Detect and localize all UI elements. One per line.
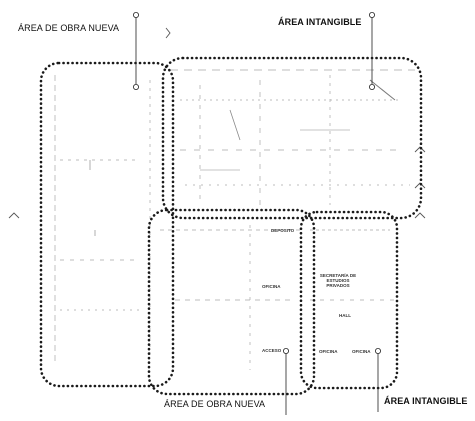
- leader-start-intangible-top: [368, 84, 375, 91]
- zone-outlines: [39, 56, 423, 396]
- leader-end-new-work-top: [132, 11, 139, 18]
- leader-start-new-work-top: [132, 84, 139, 91]
- callout-intangible-area-bottom: ÁREA INTANGIBLE: [384, 396, 468, 406]
- room-label-secretariat: SECRETARÍA DE ESTUDIOS PRIVADOS: [319, 273, 357, 288]
- room-label-office-2: OFICINA: [319, 349, 338, 354]
- leader-end-intangible-top: [368, 11, 375, 18]
- callout-new-work-area-bottom: ÁREA DE OBRA NUEVA: [164, 399, 266, 409]
- room-label-depot: DEPOSITO: [271, 228, 295, 233]
- room-label-access: ACCESO: [262, 348, 282, 353]
- intangible-area-top-outline: [161, 56, 423, 220]
- callout-intangible-area-top: ÁREA INTANGIBLE: [278, 17, 362, 27]
- room-label-office-1: OFICINA: [262, 284, 281, 289]
- plan-edge-marks: [8, 27, 426, 219]
- callout-leaders: [132, 11, 381, 415]
- intangible-area-bottom-outline: [299, 210, 399, 390]
- callout-new-work-area-top: ÁREA DE OBRA NUEVA: [18, 23, 120, 33]
- room-label-hall: HALL: [339, 313, 351, 318]
- room-label-office-3: OFICINA: [352, 349, 371, 354]
- floor-plan-linework: [54, 69, 415, 370]
- new-work-area-left-outline: [39, 61, 175, 388]
- leader-start-intangible-bottom: [374, 347, 381, 354]
- leader-start-new-work-bottom: [282, 347, 289, 354]
